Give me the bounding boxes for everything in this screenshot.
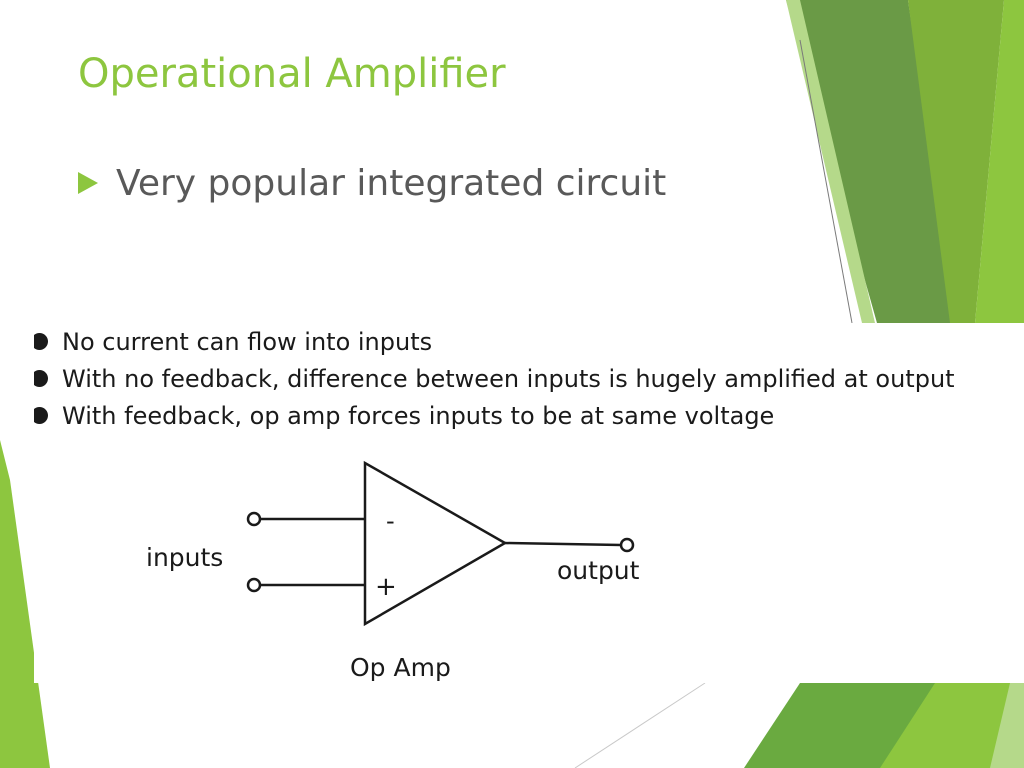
noninverting-input-terminal	[246, 577, 262, 593]
op-amp-notes: No current can flow into inputs With no …	[34, 323, 955, 434]
slide-bullet-list: Very popular integrated circuit	[78, 160, 666, 206]
bg-bottom-wedge-dark	[744, 683, 940, 768]
bg-wedge-pale	[786, 0, 875, 323]
bg-bottom-wedge-pale	[990, 683, 1024, 768]
bg-bottom-wedge-mid	[880, 683, 1024, 768]
op-amp-caption: Op Amp	[350, 653, 451, 682]
plus-sign: +	[375, 572, 397, 602]
slide-title: Operational Amplifier	[78, 51, 506, 97]
op-amp-diagram: - + inputs output Op Amp	[146, 460, 640, 682]
triangle-bullet-icon	[78, 172, 98, 194]
bg-wedge-mid	[908, 0, 1004, 323]
output-label: output	[557, 556, 640, 585]
inverting-input-terminal	[246, 511, 262, 527]
bullet-dot-icon	[34, 370, 48, 387]
note-text: With feedback, op amp forces inputs to b…	[62, 401, 775, 430]
minus-sign: -	[386, 507, 395, 535]
bg-wedge-dark	[786, 0, 955, 323]
slide-bullet: Very popular integrated circuit	[78, 160, 666, 206]
bg-wedge-light	[975, 0, 1024, 323]
bg-bottom-thin-line	[574, 682, 706, 768]
bg-left-strip	[0, 440, 50, 768]
op-amp-figure: No current can flow into inputs With no …	[34, 323, 1024, 683]
note-item: No current can flow into inputs	[34, 323, 955, 360]
note-item: With feedback, op amp forces inputs to b…	[34, 397, 955, 434]
bullet-dot-icon	[34, 333, 48, 350]
note-text: No current can flow into inputs	[62, 327, 433, 356]
op-amp-triangle	[363, 460, 508, 627]
inputs-label: inputs	[146, 543, 223, 572]
output-terminal	[619, 537, 635, 553]
slide-bullet-text: Very popular integrated circuit	[116, 162, 667, 204]
bg-thin-line	[799, 39, 853, 324]
bullet-dot-icon	[34, 407, 48, 424]
note-text: With no feedback, difference between inp…	[62, 364, 955, 393]
output-wire	[504, 541, 622, 547]
note-item: With no feedback, difference between inp…	[34, 360, 955, 397]
